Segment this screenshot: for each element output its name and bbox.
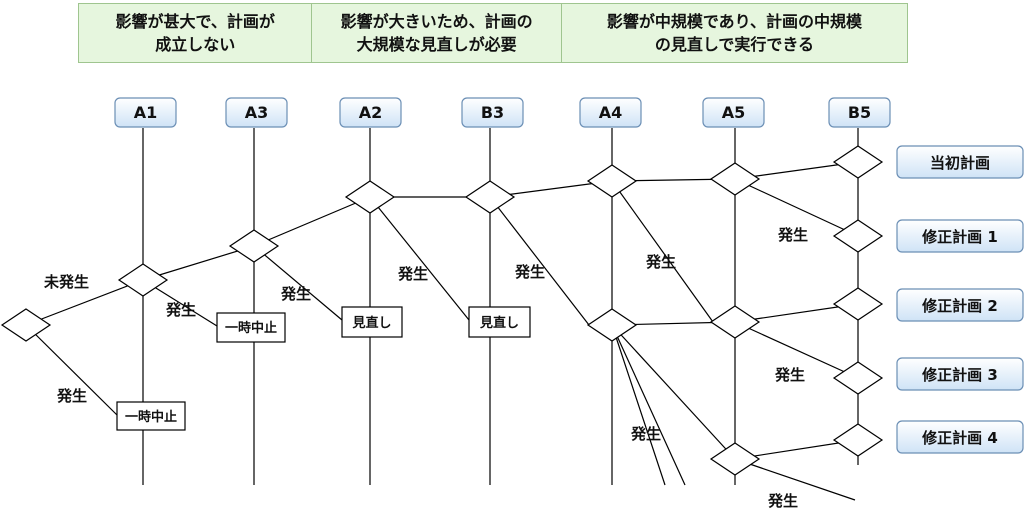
branch-label-occurred-2: 発生 [165,301,196,319]
column-head-a3: A3 [245,103,269,122]
decision-node-b5-plan3 [832,361,884,395]
impact-header-table: 影響が甚大で、計画が 成立しない 影響が大きいため、計画の 大規模な見直しが必要… [78,3,908,63]
decision-node-a1 [117,263,169,297]
column-head-a1: A1 [134,103,158,122]
decision-node-a4 [586,164,638,198]
column-head-a2: A2 [359,103,383,122]
action-boxes: 一時中止 一時中止 見直し 見直し [116,306,531,431]
branch-label-occurred-9: 発生 [630,425,661,443]
action-pause-a1: 一時中止 [125,409,177,425]
decision-node-b5-plan0 [832,145,884,179]
decision-node-a2 [344,180,396,214]
branch-label-occurred-7: 発生 [777,226,808,244]
decision-node-start [0,308,52,342]
action-review-a2: 見直し [351,315,391,331]
decision-node-b5-plan1 [832,219,884,253]
plan-labels: 当初計画 修正計画 1 修正計画 2 修正計画 3 修正計画 4 [896,145,1024,454]
decision-node-a5 [709,162,761,196]
column-head-a5: A5 [722,103,746,122]
branch-label-not-occurred: 未発生 [43,273,89,291]
branch-label-occurred-8: 発生 [774,366,805,384]
decision-node-a5-mid [709,305,761,339]
column-head-b3: B3 [481,103,504,122]
column-headers: A1 A3 A2 B3 A4 A5 B5 [114,97,891,128]
branch-label-occurred-10: 発生 [767,492,798,510]
decision-node-a3 [228,229,280,263]
plan-label-revision-4: 修正計画 4 [921,429,998,447]
decision-node-b3 [464,180,516,214]
branch-labels: 未発生 発生 発生 発生 発生 発生 発生 発生 発生 発生 発生 [43,226,808,510]
branch-label-occurred-3: 発生 [280,285,311,303]
plan-label-revision-3: 修正計画 3 [921,366,998,384]
header-cell-severe: 影響が甚大で、計画が 成立しない [115,12,275,54]
column-head-a4: A4 [599,103,623,122]
branch-label-occurred-4: 発生 [397,265,428,283]
decision-node-b5-plan2 [832,287,884,321]
branch-label-occurred-5: 発生 [514,263,545,281]
decision-node-a4-occurred [586,308,638,342]
header-cell-large: 影響が大きいため、計画の 大規模な見直しが必要 [311,4,560,62]
action-review-b3: 見直し [479,315,519,331]
plan-label-initial: 当初計画 [930,154,990,172]
branch-label-occurred-1: 発生 [56,387,87,405]
decision-node-a5-low [709,442,761,476]
decision-node-b5-plan4 [832,423,884,457]
header-cell-medium: 影響が中規模であり、計画の中規模 の見直しで実行できる [560,4,907,62]
plan-label-revision-2: 修正計画 2 [921,297,998,315]
decision-nodes [0,145,884,476]
plan-label-revision-1: 修正計画 1 [921,228,998,246]
column-head-b5: B5 [848,103,871,122]
action-pause-a3: 一時中止 [225,320,277,336]
branch-label-occurred-6: 発生 [645,253,676,271]
